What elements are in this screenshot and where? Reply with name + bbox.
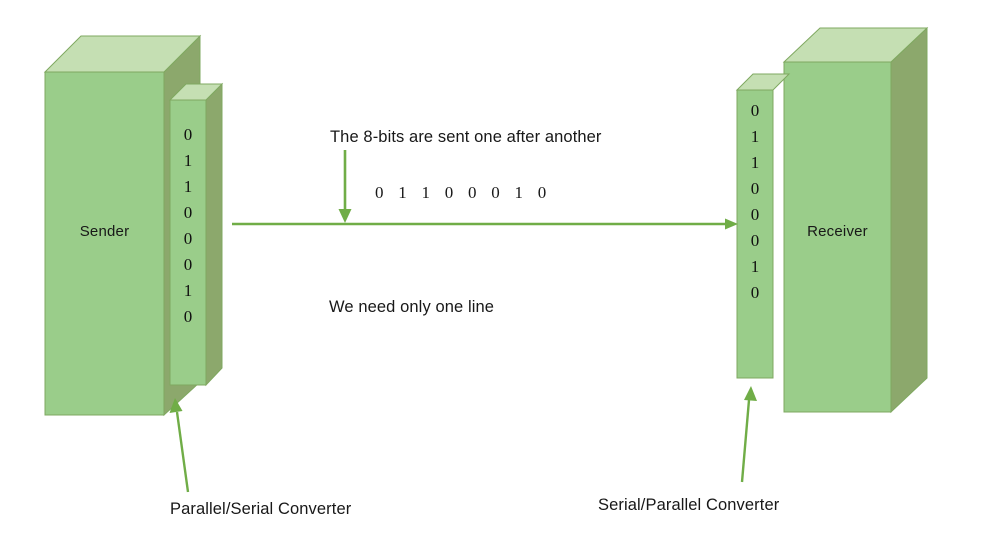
transmission-line-arrowhead <box>725 218 738 230</box>
sender-bit: 0 <box>183 229 193 248</box>
sender-register-side-face <box>205 82 223 387</box>
serial-stream: 0 1 1 0 0 0 1 0 <box>375 183 547 202</box>
sender-bit: 0 <box>183 307 193 326</box>
parallel-serial-arrow-shaft <box>175 411 190 493</box>
receiver-label: Receiver <box>807 223 868 240</box>
one-line-note: We need only one line <box>329 298 495 316</box>
receiver-bit-column: 0 1 1 0 0 0 1 0 <box>737 98 773 306</box>
sender-bit: 0 <box>183 125 193 144</box>
sender-label: Sender <box>79 223 130 240</box>
sender-bit: 1 <box>183 151 193 170</box>
sender-bit-column: 0 1 1 0 0 0 1 0 <box>170 122 206 330</box>
receiver-register-panel <box>735 73 791 379</box>
sender-bit: 1 <box>183 177 193 196</box>
receiver-bit: 1 <box>750 153 760 172</box>
receiver-bit: 1 <box>750 127 760 146</box>
receiver-box-front-face <box>783 61 892 413</box>
serial-parallel-converter-label: Serial/Parallel Converter <box>598 496 780 514</box>
serial-parallel-arrowhead <box>744 386 757 401</box>
receiver-box <box>782 26 929 414</box>
receiver-bit: 0 <box>750 231 760 250</box>
serial-parallel-converter-arrow <box>740 386 757 483</box>
sender-register-front-face <box>169 99 207 386</box>
caption-pointer-arrow <box>338 150 352 223</box>
receiver-bit: 0 <box>750 283 760 302</box>
transmission-line-arrow <box>232 218 738 230</box>
sender-box-front-face <box>44 71 165 416</box>
receiver-register-top-face <box>735 73 791 91</box>
receiver-box-side-face <box>890 26 928 414</box>
serial-parallel-arrow-shaft <box>740 399 751 483</box>
caption-pointer-arrowhead <box>338 209 352 223</box>
receiver-bit: 1 <box>750 257 760 276</box>
parallel-serial-converter-label: Parallel/Serial Converter <box>170 500 352 518</box>
receiver-bit: 0 <box>750 179 760 198</box>
channel-caption: The 8-bits are sent one after another <box>330 128 602 146</box>
receiver-register-front-face <box>736 89 774 379</box>
sender-bit: 1 <box>183 281 193 300</box>
parallel-serial-converter-arrow <box>169 398 190 493</box>
sender-bit: 0 <box>183 203 193 222</box>
receiver-bit: 0 <box>750 101 760 120</box>
sender-bit: 0 <box>183 255 193 274</box>
parallel-serial-arrowhead <box>169 398 183 413</box>
sender-register-panel <box>168 82 224 387</box>
receiver-bit: 0 <box>750 205 760 224</box>
